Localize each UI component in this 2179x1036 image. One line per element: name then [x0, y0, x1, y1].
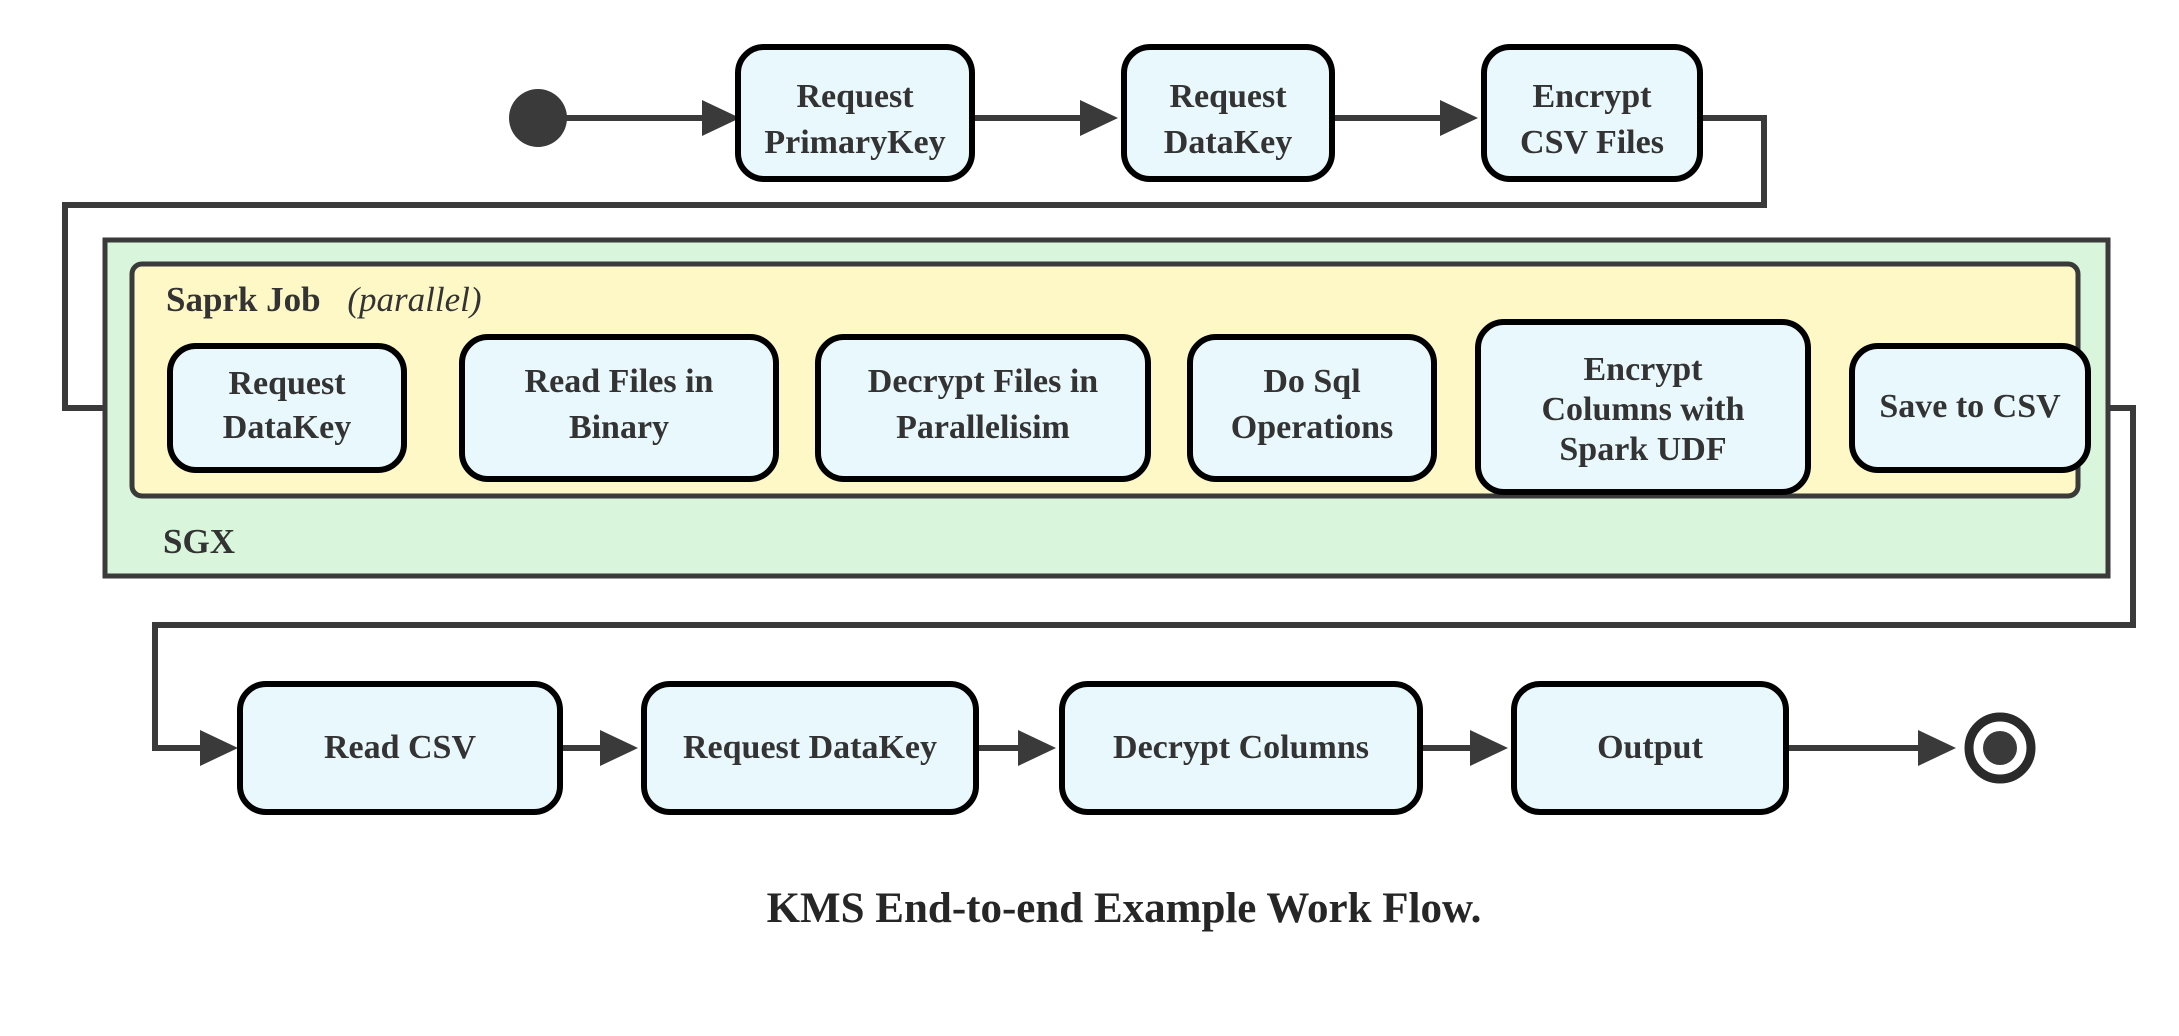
- node-request-datakey-top[interactable]: Request DataKey: [1121, 44, 1335, 182]
- node-label-line: CSV Files: [1520, 124, 1664, 161]
- node-label-line: DataKey: [223, 409, 351, 446]
- node-read-files-in-binary[interactable]: Read Files in Binary: [459, 334, 779, 482]
- node-label-line: Encrypt: [1533, 78, 1653, 115]
- edge-read-csv-to-request-datakey: [560, 730, 638, 766]
- edge-decrypt-columns-to-output: [1420, 730, 1508, 766]
- node-decrypt-files-in-parallelisim[interactable]: Decrypt Files in Parallelisim: [815, 334, 1151, 482]
- node-encrypt-csv-files[interactable]: Encrypt CSV Files: [1481, 44, 1703, 182]
- node-label-line: Encrypt: [1584, 351, 1704, 388]
- node-label-line: DataKey: [1164, 124, 1292, 161]
- node-label-line: Save to CSV: [1879, 388, 2061, 425]
- node-label-line: Spark UDF: [1559, 431, 1726, 468]
- node-request-datakey-bottom[interactable]: Request DataKey: [641, 681, 979, 815]
- spark-panel-label-italic: (parallel): [347, 280, 481, 319]
- node-label-line: Output: [1597, 729, 1703, 766]
- node-label-line: Decrypt Files in: [868, 363, 1098, 400]
- start-node[interactable]: [509, 89, 567, 147]
- node-label-line: Read Files in: [525, 363, 714, 400]
- node-label-line: Columns with: [1541, 391, 1744, 428]
- edge-request-datakey-to-decrypt-columns: [976, 730, 1056, 766]
- edge-primarykey-to-datakey: [972, 100, 1118, 136]
- node-save-to-csv[interactable]: Save to CSV: [1849, 343, 2091, 473]
- node-label-line: Request: [228, 365, 346, 402]
- node-label-line: Binary: [569, 409, 669, 446]
- node-label-line: Request: [796, 78, 914, 115]
- spark-panel-label-bold: Saprk Job: [166, 280, 321, 319]
- node-request-datakey-spark[interactable]: Request DataKey: [167, 343, 407, 473]
- node-label-line: Parallelisim: [896, 409, 1070, 446]
- node-label-line: Request DataKey: [683, 729, 937, 766]
- sgx-panel-label: SGX: [163, 522, 235, 561]
- node-do-sql-operations[interactable]: Do Sql Operations: [1187, 334, 1437, 482]
- node-decrypt-columns[interactable]: Decrypt Columns: [1059, 681, 1423, 815]
- node-read-csv[interactable]: Read CSV: [237, 681, 563, 815]
- node-label-line: PrimaryKey: [764, 124, 945, 161]
- edge-datakey-to-encrypt-csv: [1332, 100, 1478, 136]
- diagram-caption: KMS End-to-end Example Work Flow.: [767, 885, 1482, 932]
- spark-panel-label: Saprk Job (parallel): [166, 280, 482, 319]
- edge-output-to-end: [1786, 730, 1956, 766]
- node-label-line: Read CSV: [324, 729, 477, 766]
- node-output[interactable]: Output: [1511, 681, 1789, 815]
- edge-start-to-request-primarykey: [566, 100, 740, 136]
- node-request-primarykey[interactable]: Request PrimaryKey: [735, 44, 975, 182]
- node-encrypt-columns-with-spark-udf[interactable]: Encrypt Columns with Spark UDF: [1475, 319, 1811, 495]
- node-label-line: Request: [1169, 78, 1287, 115]
- node-label-line: Decrypt Columns: [1113, 729, 1369, 766]
- edge-save-csv-to-read-csv: [152, 405, 2136, 766]
- end-node[interactable]: [1964, 712, 2036, 784]
- node-label-line: Operations: [1231, 409, 1393, 446]
- node-label-line: Do Sql: [1263, 363, 1360, 400]
